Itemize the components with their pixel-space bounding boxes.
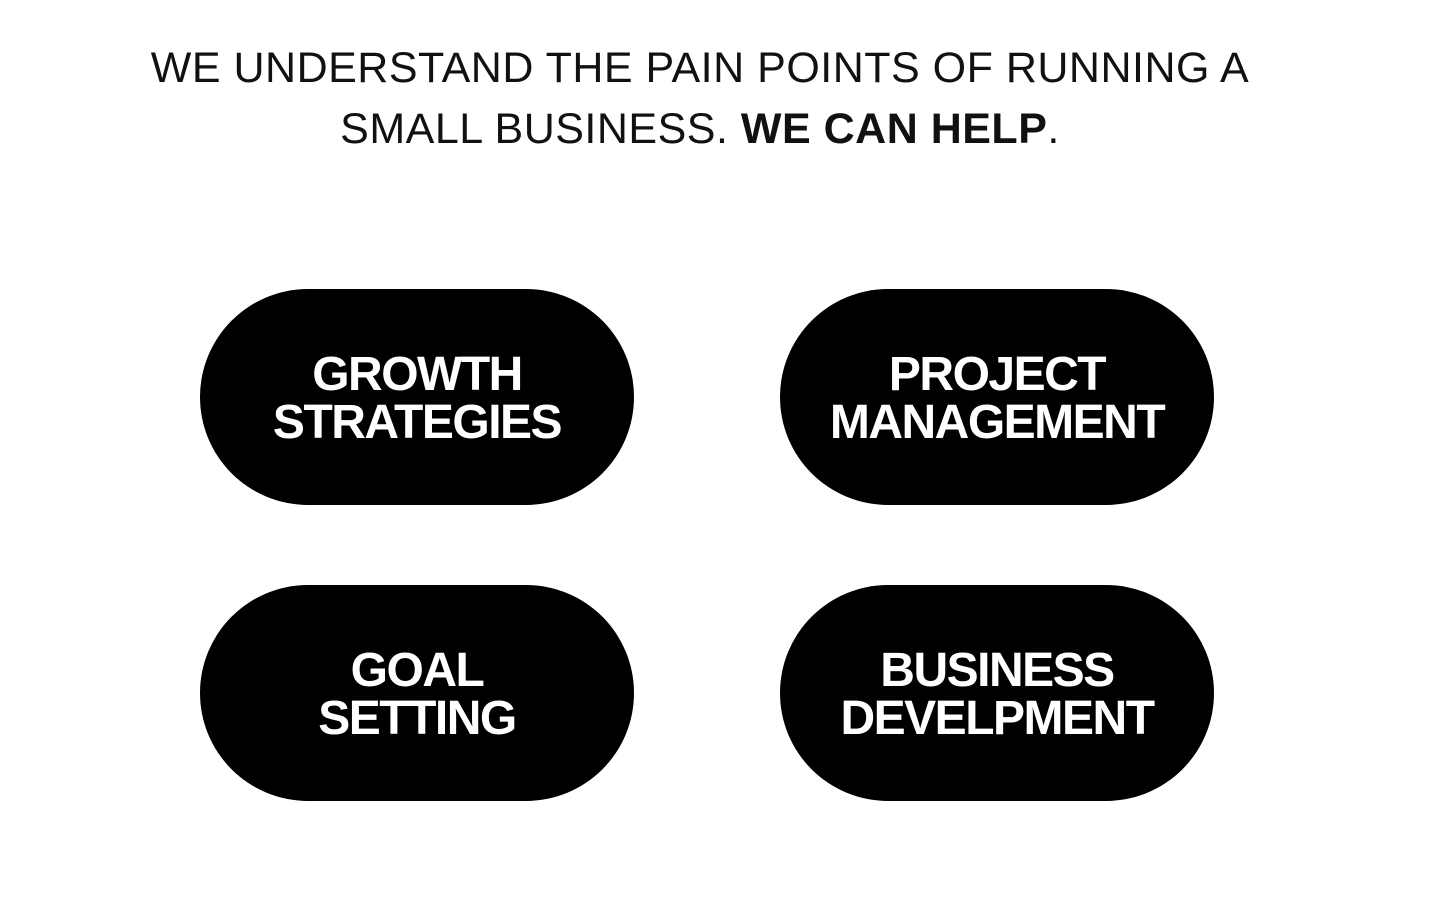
service-pill-growth-strategies[interactable]: GROWTH STRATEGIES	[200, 289, 634, 505]
service-pill-label-line-2: MANAGEMENT	[829, 396, 1166, 449]
service-pill-label-line-1: GOAL	[350, 644, 485, 697]
headline-line-2-text: SMALL BUSINESS.	[340, 105, 741, 153]
service-pill-label-line-1: GROWTH	[312, 348, 523, 401]
service-pill-label-line-2: STRATEGIES	[272, 396, 563, 449]
service-pill-business-development[interactable]: BUSINESS DEVELPMENT	[780, 585, 1214, 801]
service-pill-goal-setting[interactable]: GOAL SETTING	[200, 585, 634, 801]
service-pill-label-line-1: PROJECT	[888, 348, 1107, 401]
headline-line-2: SMALL BUSINESS. WE CAN HELP.	[0, 99, 1400, 160]
service-pill-label-line-2: DEVELPMENT	[840, 692, 1155, 745]
headline-period: .	[1047, 105, 1060, 153]
headline-emphasis: WE CAN HELP	[740, 105, 1048, 153]
headline: WE UNDERSTAND THE PAIN POINTS OF RUNNING…	[0, 38, 1400, 160]
service-pill-label-line-1: BUSINESS	[880, 644, 1115, 697]
service-pill-label-line-2: SETTING	[318, 692, 517, 745]
service-pill-project-management[interactable]: PROJECT MANAGEMENT	[780, 289, 1214, 505]
headline-line-1: WE UNDERSTAND THE PAIN POINTS OF RUNNING…	[150, 44, 1250, 92]
